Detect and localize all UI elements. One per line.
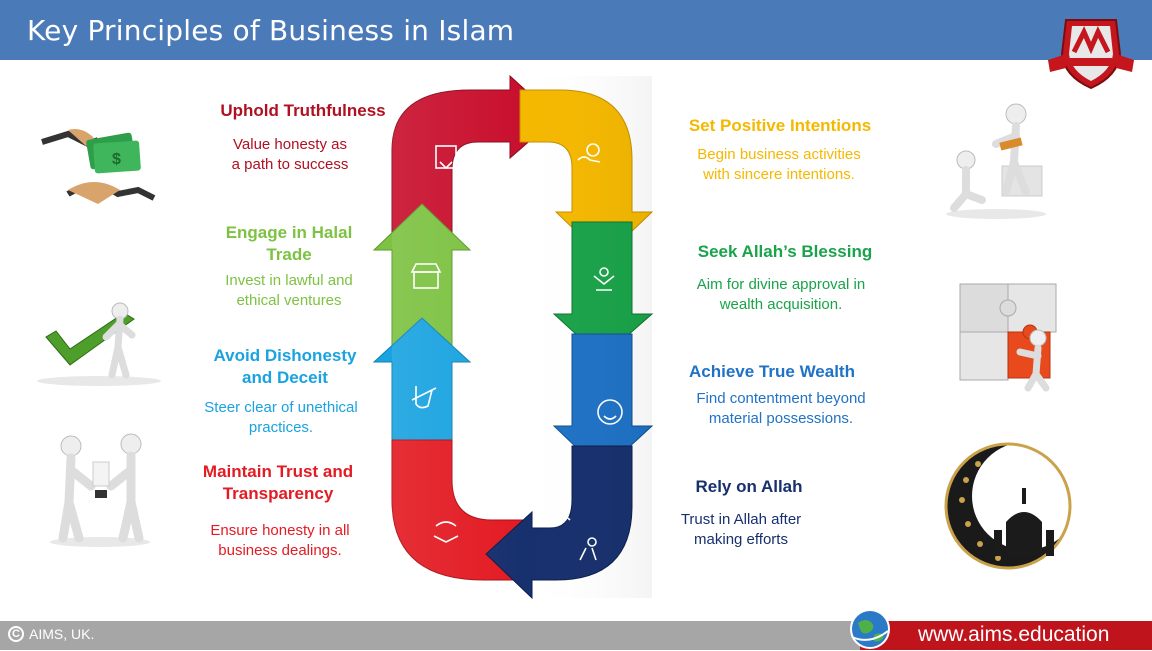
copyright-text: AIMS, UK. <box>29 626 95 642</box>
figures-exchange-icon <box>50 433 150 547</box>
halal-title-line2: Trade <box>266 245 312 264</box>
website-link[interactable]: www.aims.education <box>918 623 1110 646</box>
wealth-desc-line1: Find contentment beyond <box>696 390 866 407</box>
uphold-desc-line2: a path to success <box>231 156 349 173</box>
uphold-desc-line1: Value honesty as <box>233 136 347 153</box>
rely-title: Rely on Allah <box>695 477 803 496</box>
teacher-student-icon <box>946 103 1046 219</box>
avoid-desc-line1: Steer clear of unethical <box>204 399 358 416</box>
rely-desc: Trust in Allah after making efforts <box>626 510 856 550</box>
halal-desc-line1: Invest in lawful and <box>225 272 353 289</box>
avoid-title-line2: and Deceit <box>242 368 328 387</box>
wealth-desc: Find contentment beyond material possess… <box>666 389 896 429</box>
wealth-title: Achieve True Wealth <box>689 362 855 381</box>
halal-title: Engage in Halal Trade <box>194 222 384 266</box>
rely-desc-line1: Trust in Allah after <box>680 511 802 528</box>
blessing-desc-line1: Aim for divine approval in <box>696 276 866 293</box>
avoid-desc: Steer clear of unethical practices. <box>186 398 376 438</box>
intentions-desc: Begin business activities with sincere i… <box>664 145 894 185</box>
intentions-desc-line2: with sincere intentions. <box>703 166 855 183</box>
uphold-title: Uphold Truthfulness <box>220 101 386 120</box>
halal-title-line1: Engage in Halal <box>225 223 353 242</box>
halal-desc-line2: ethical ventures <box>236 292 342 309</box>
puzzle-figure-icon <box>959 283 1057 392</box>
trust-title-line2: Transparency <box>222 484 334 503</box>
halal-desc: Invest in lawful and ethical ventures <box>194 271 384 311</box>
svg-text:$: $ <box>112 151 121 168</box>
figure-checkmark-icon <box>37 302 161 386</box>
crescent-mosque-icon <box>944 442 1077 570</box>
trust-desc: Ensure honesty in all business dealings. <box>185 521 375 561</box>
intentions-desc-line1: Begin business activities <box>697 146 861 163</box>
blessing-title: Seek Allah’s Blessing <box>697 242 873 261</box>
header-bar <box>0 0 1152 60</box>
page-title: Key Principles of Business in Islam <box>27 14 515 47</box>
wealth-desc-line2: material possessions. <box>708 410 854 427</box>
blessing-desc-line2: wealth acquisition. <box>719 296 843 313</box>
avoid-desc-line2: practices. <box>248 419 314 436</box>
trust-desc-line1: Ensure honesty in all <box>210 522 350 539</box>
website-bar <box>860 621 1152 650</box>
uphold-desc: Value honesty as a path to success <box>195 135 385 175</box>
money-hands-icon: $ <box>41 129 156 204</box>
globe-icon <box>850 609 890 649</box>
trust-title: Maintain Trust and Transparency <box>183 461 373 505</box>
aims-logo-icon <box>1048 19 1134 90</box>
blessing-desc: Aim for divine approval in wealth acquis… <box>666 275 896 315</box>
copyright-icon: C <box>8 626 24 642</box>
avoid-title-line1: Avoid Dishonesty <box>213 346 357 365</box>
intentions-title: Set Positive Intentions <box>688 116 872 135</box>
avoid-title: Avoid Dishonesty and Deceit <box>190 345 380 389</box>
trust-title-line1: Maintain Trust and <box>202 462 354 481</box>
rely-desc-line2: making efforts <box>694 531 788 548</box>
trust-desc-line2: business dealings. <box>218 542 342 559</box>
copyright: C AIMS, UK. <box>8 626 94 642</box>
